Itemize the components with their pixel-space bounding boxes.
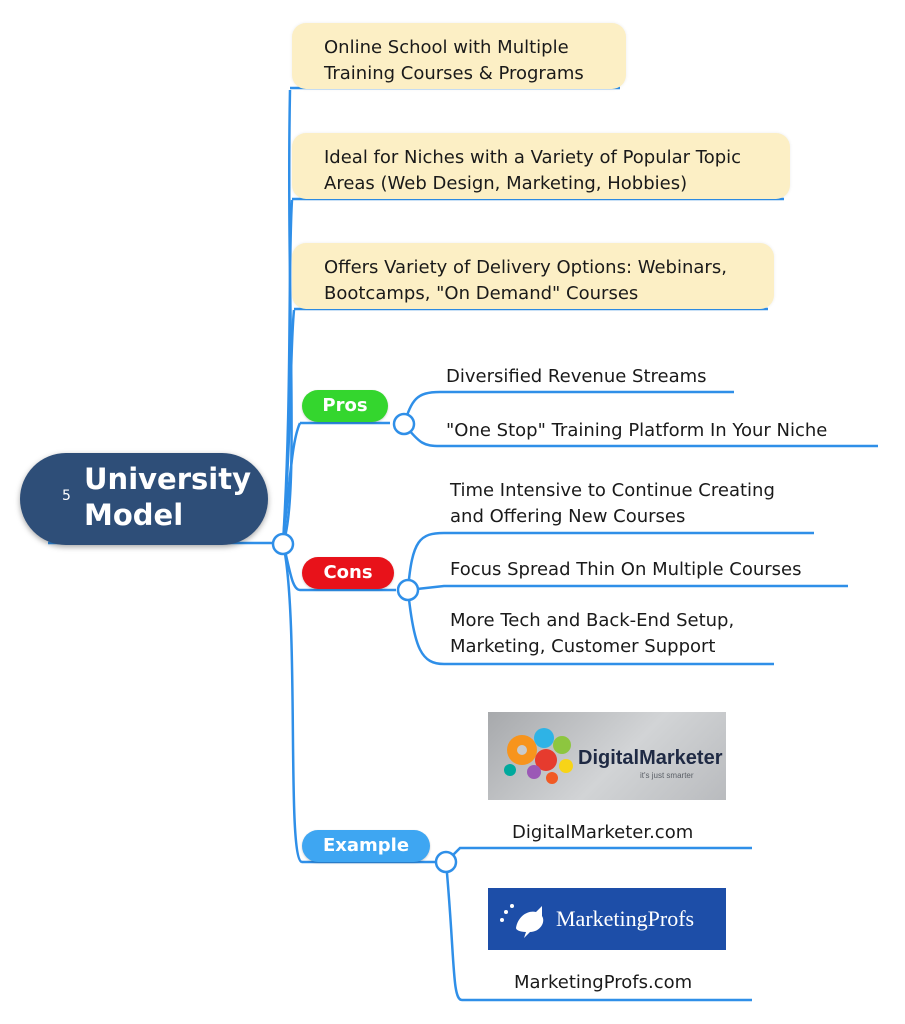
gear-brain-icon: DigitalMarketer it's just smarter [504, 728, 723, 784]
topic-line1: Offers Variety of Delivery Options: Webi… [324, 257, 727, 278]
topic-ideal-niches[interactable]: Ideal for Niches with a Variety of Popul… [292, 133, 790, 199]
topic-text: Ideal for Niches with a Variety of Popul… [324, 145, 741, 197]
topic-text: Offers Variety of Delivery Options: Webi… [324, 255, 727, 307]
topic-line2: Bootcamps, "On Demand" Courses [324, 283, 639, 304]
example-caption-digitalmarketer[interactable]: DigitalMarketer.com [512, 822, 694, 843]
topic-line1: Online School with Multiple [324, 37, 569, 58]
topic-line1: Ideal for Niches with a Variety of Popul… [324, 147, 742, 168]
bird-icon: MarketingProfs [500, 904, 694, 938]
digitalmarketer-logo[interactable]: DigitalMarketer it's just smarter [488, 712, 726, 800]
cons-item-line2: and Offering New Courses [450, 506, 686, 527]
digitalmarketer-logo-tagline: it's just smarter [640, 771, 694, 780]
cons-item-line1: Time Intensive to Continue Creating [450, 480, 775, 501]
topic-line2: Training Courses & Programs [324, 63, 584, 84]
cons-item-focus-spread[interactable]: Focus Spread Thin On Multiple Courses [450, 557, 802, 583]
pros-item-one-stop[interactable]: "One Stop" Training Platform In Your Nic… [446, 420, 828, 441]
root-number: 5 [62, 488, 71, 504]
root-title-line1: University [84, 462, 251, 496]
topic-text: Online School with Multiple Training Cou… [324, 35, 584, 87]
cons-item-tech-setup[interactable]: More Tech and Back-End Setup, Marketing,… [450, 608, 734, 660]
example-badge[interactable]: Example [302, 830, 430, 862]
cons-item-line1: Focus Spread Thin On Multiple Courses [450, 559, 802, 580]
cons-item-time-intensive[interactable]: Time Intensive to Continue Creating and … [450, 478, 775, 530]
topic-online-school[interactable]: Online School with Multiple Training Cou… [292, 23, 626, 89]
pros-item-revenue[interactable]: Diversified Revenue Streams [446, 366, 707, 387]
root-title-line2: Model [84, 498, 184, 532]
pros-badge[interactable]: Pros [302, 390, 388, 422]
marketingprofs-logo-text: MarketingProfs [556, 906, 694, 931]
topic-line2: Areas (Web Design, Marketing, Hobbies) [324, 173, 688, 194]
digitalmarketer-logo-text: DigitalMarketer [578, 747, 723, 769]
topic-delivery-options[interactable]: Offers Variety of Delivery Options: Webi… [292, 243, 774, 309]
cons-badge[interactable]: Cons [302, 557, 394, 589]
root-node[interactable]: 5 University Model [20, 453, 268, 545]
marketingprofs-logo[interactable]: MarketingProfs [488, 888, 726, 950]
example-caption-marketingprofs[interactable]: MarketingProfs.com [514, 972, 693, 993]
cons-item-line2: Marketing, Customer Support [450, 636, 716, 657]
root-title: University Model [84, 461, 251, 533]
cons-item-line1: More Tech and Back-End Setup, [450, 610, 735, 631]
